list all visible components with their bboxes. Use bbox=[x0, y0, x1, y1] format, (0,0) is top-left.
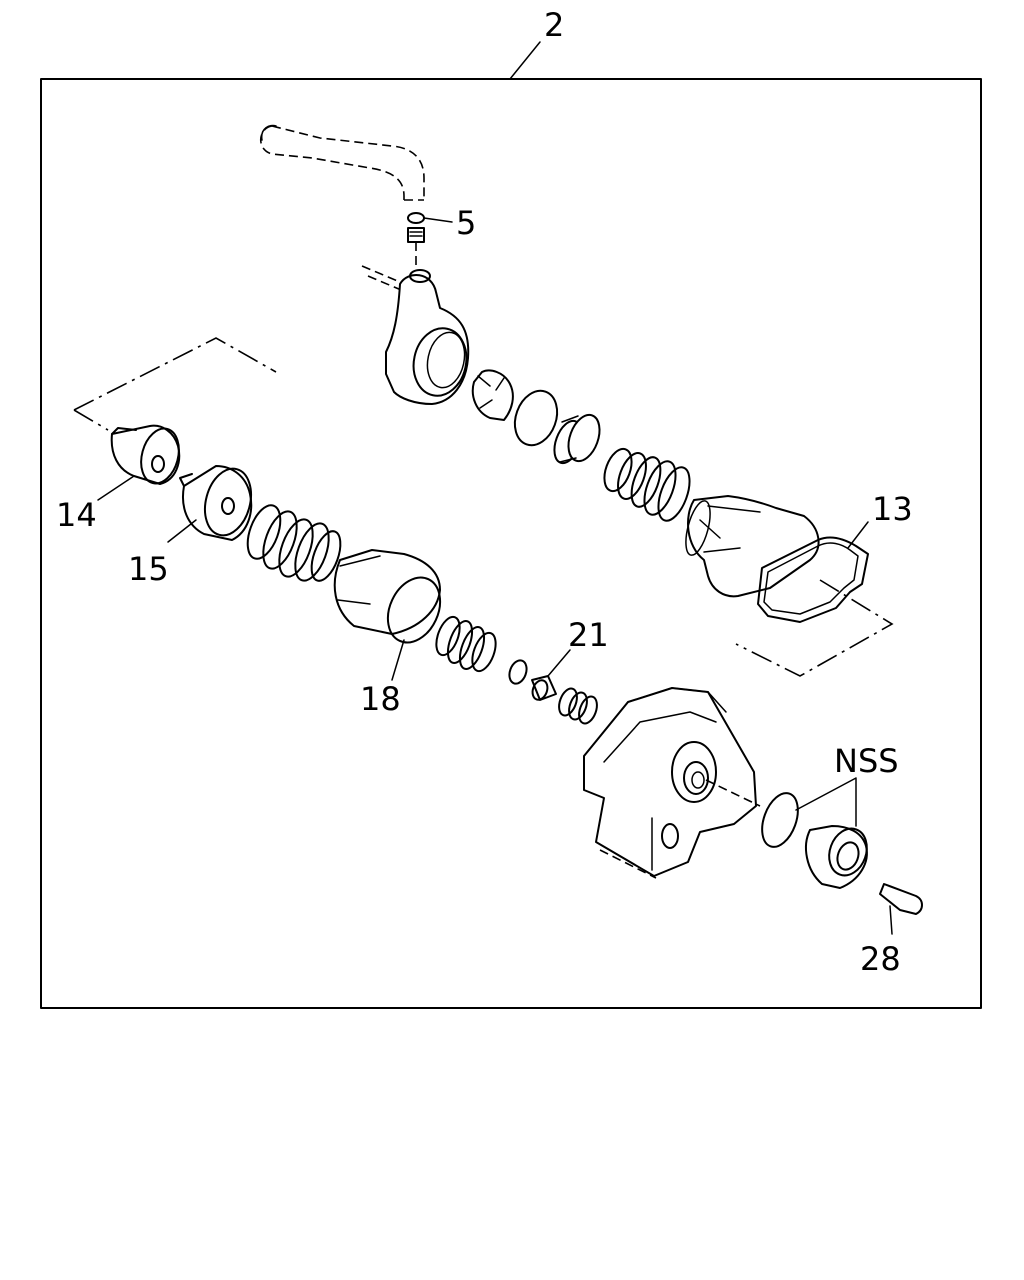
assembly-frame bbox=[40, 78, 982, 1009]
centerline-right bbox=[735, 579, 894, 677]
callout-18: 18 bbox=[360, 680, 401, 718]
upper-spring bbox=[603, 447, 691, 522]
rubber-boot bbox=[685, 495, 820, 598]
lever-bolt bbox=[407, 227, 425, 270]
callout-5: 5 bbox=[456, 204, 476, 242]
bearing-nut bbox=[553, 413, 601, 465]
part-5-oring: 5 bbox=[407, 204, 476, 242]
small-spring bbox=[435, 615, 497, 673]
part-18-cup: 18 bbox=[333, 549, 442, 718]
part-28-cap: 28 bbox=[860, 883, 923, 978]
part-14-plug: 14 bbox=[56, 424, 181, 534]
middle-left-spring bbox=[246, 504, 342, 582]
callout-21: 21 bbox=[568, 616, 609, 654]
part-15-piston: 15 bbox=[128, 465, 253, 588]
shift-fork bbox=[385, 269, 470, 405]
leader-2 bbox=[509, 41, 541, 80]
valve-plug bbox=[805, 825, 868, 889]
part-21-sleeve: 21 bbox=[531, 616, 609, 701]
valve-housing bbox=[583, 687, 761, 879]
flat-washer bbox=[513, 389, 559, 447]
tiny-spring bbox=[558, 687, 598, 725]
callout-28: 28 bbox=[860, 940, 901, 978]
callout-2: 2 bbox=[544, 6, 564, 44]
callout-13: 13 bbox=[872, 490, 913, 528]
nss-callout: NSS bbox=[795, 742, 899, 827]
shift-lever bbox=[259, 124, 425, 201]
small-washer bbox=[508, 659, 528, 685]
part-13-gasket: 13 bbox=[757, 490, 913, 623]
centerline-left bbox=[73, 337, 277, 431]
callout-15: 15 bbox=[128, 550, 169, 588]
callout-nss: NSS bbox=[834, 742, 899, 780]
housing-oring bbox=[761, 792, 799, 848]
callout-14: 14 bbox=[56, 496, 97, 534]
castle-ring bbox=[471, 369, 514, 421]
